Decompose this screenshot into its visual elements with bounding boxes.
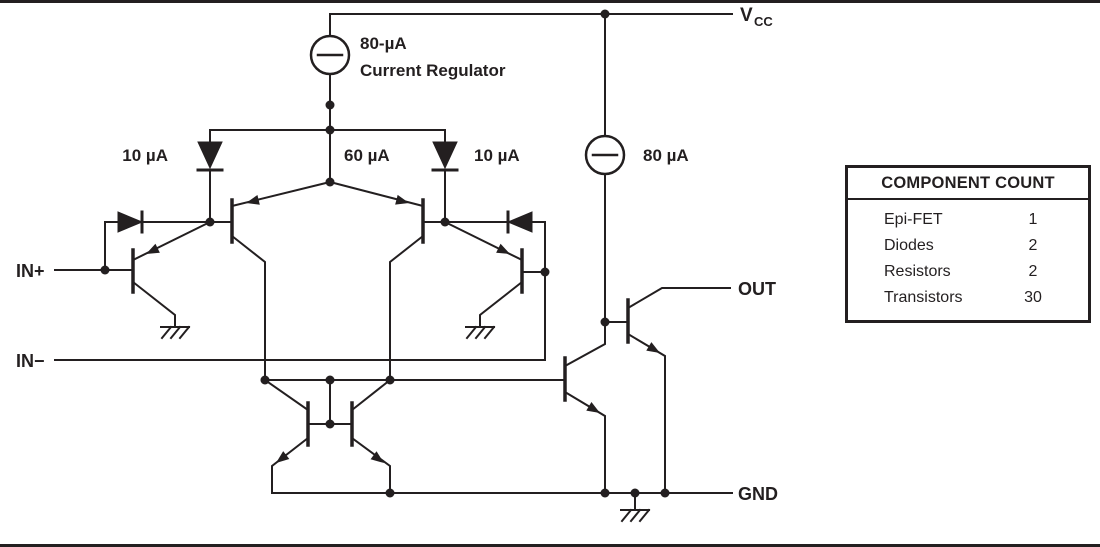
emitter-arrow — [496, 243, 510, 254]
junction-dot — [385, 375, 395, 385]
wire-diode-branches — [209, 129, 446, 223]
input-clamp-diode-right-symbol — [506, 210, 533, 234]
in-minus-label: IN− — [16, 351, 45, 371]
wire-current-mirror — [263, 378, 733, 494]
diode-triangle — [117, 211, 144, 233]
transistor-output-driver — [563, 356, 600, 413]
vcc-label: V — [740, 5, 753, 26]
junction-dots — [100, 9, 670, 498]
transistor-mirror-right — [350, 401, 384, 463]
junction-dot — [600, 9, 610, 19]
transistor-center-right — [395, 194, 425, 244]
input-clamp-diode-left-symbol — [117, 210, 144, 234]
junction-dot — [385, 488, 395, 498]
emitter-arrow — [370, 451, 384, 463]
diode-10ua-right-symbol — [431, 141, 459, 172]
vcc-label-subscript: CC — [754, 14, 773, 29]
figure-border-top — [0, 0, 1100, 3]
gnd-label: GND — [738, 484, 778, 504]
wire-output-stage — [563, 287, 731, 511]
component-count-body: Epi-FET 1 Diodes 2 Resistors 2 Transisto… — [848, 200, 1088, 320]
diode-triangle — [197, 141, 223, 170]
transistor-mirror-left — [276, 401, 310, 463]
transistor-input-right — [496, 243, 524, 294]
emitter-arrow — [646, 342, 660, 353]
component-count: 1 — [1028, 211, 1038, 228]
emitter-arrow — [146, 243, 160, 254]
table-row: Transistors 30 — [848, 285, 1088, 311]
regulator-value-label: 80-µA — [360, 34, 407, 53]
current-regulator-symbol — [309, 34, 351, 76]
emitter-arrow — [395, 194, 409, 205]
regulator-name-label: Current Regulator — [360, 61, 506, 80]
junction-dot — [440, 217, 450, 227]
component-name: Epi-FET — [884, 211, 943, 228]
junction-dot — [325, 177, 335, 187]
junction-dot — [260, 375, 270, 385]
component-count: 2 — [1028, 237, 1038, 254]
table-row: Resistors 2 — [848, 259, 1088, 285]
current-label-80ua: 80 µA — [643, 146, 689, 165]
table-row: Epi-FET 1 — [848, 207, 1088, 233]
component-count: 2 — [1028, 263, 1038, 280]
junction-dot — [660, 488, 670, 498]
ground-symbol-left — [160, 325, 191, 340]
diode-10ua-left-symbol — [196, 141, 224, 172]
in-plus-label: IN+ — [16, 261, 45, 281]
component-count: 30 — [1024, 289, 1042, 306]
emitter-arrow — [276, 451, 290, 463]
junction-dot — [325, 100, 335, 110]
junction-dot — [100, 265, 110, 275]
junction-dot — [325, 125, 335, 135]
wire-center-pair — [230, 180, 446, 381]
current-label-left-10ua: 10 µA — [122, 146, 168, 165]
current-source-80ua-symbol — [584, 134, 626, 176]
figure-border-bottom — [0, 544, 1100, 547]
current-label-right-10ua: 10 µA — [474, 146, 520, 165]
wire-input-left — [54, 220, 233, 328]
current-label-60ua: 60 µA — [344, 146, 390, 165]
wire-input-right — [54, 220, 546, 361]
emitter-arrow — [246, 195, 260, 205]
junction-dot — [325, 419, 335, 429]
component-count-table: COMPONENT COUNT Epi-FET 1 Diodes 2 Resis… — [845, 165, 1091, 323]
circuit-wires — [54, 13, 733, 511]
component-name: Diodes — [884, 237, 934, 254]
schematic-labels: V CC 80-µA Current Regulator 10 µA 60 µA… — [16, 5, 778, 504]
junction-dot — [205, 217, 215, 227]
transistor-output — [626, 298, 660, 353]
junction-dot — [600, 317, 610, 327]
table-row: Diodes 2 — [848, 233, 1088, 259]
ground-symbol-output — [620, 508, 651, 523]
out-label: OUT — [738, 279, 776, 299]
ground-symbol-right — [465, 325, 496, 340]
junction-dot — [600, 488, 610, 498]
transistor-center-left — [230, 195, 260, 244]
transistor-input-left — [131, 243, 160, 294]
junction-dot — [325, 375, 335, 385]
diode-triangle — [506, 211, 533, 233]
component-name: Resistors — [884, 263, 951, 280]
emitter-arrow — [586, 402, 600, 413]
component-count-title: COMPONENT COUNT — [848, 168, 1088, 200]
component-name: Transistors — [884, 289, 963, 306]
junction-dot — [630, 488, 640, 498]
junction-dot — [540, 267, 550, 277]
diode-triangle — [432, 141, 458, 170]
